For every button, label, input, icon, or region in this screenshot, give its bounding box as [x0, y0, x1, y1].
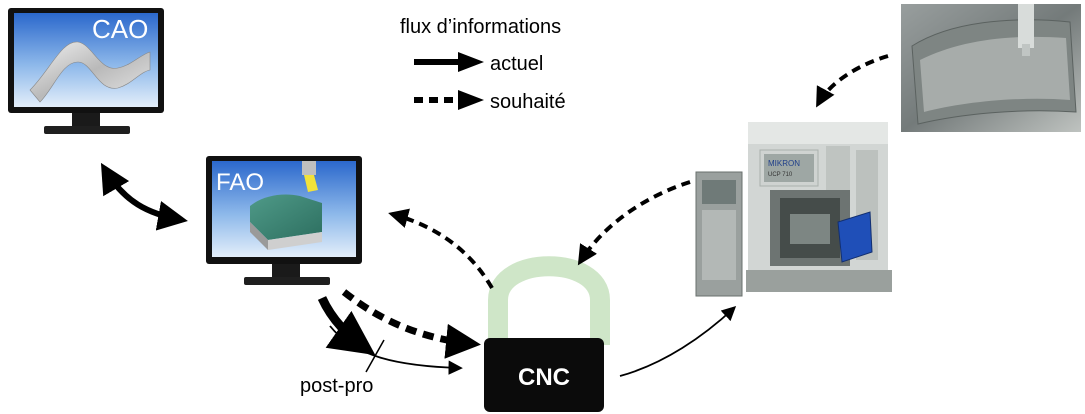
arrow-cnc-fao-desired — [388, 208, 494, 290]
machine-brand: MIKRON — [768, 159, 800, 168]
legend: flux d’informations actuel souhaité — [400, 16, 566, 113]
legend-solid-arrow — [414, 52, 484, 72]
cao-surface-model — [29, 41, 151, 103]
arrow-cao-fao-current — [100, 162, 188, 231]
fao-label: FAO — [216, 169, 264, 196]
cao-label: CAO — [92, 14, 148, 44]
cao-monitor: CAO — [8, 8, 164, 134]
arrow-fao-cnc-current — [317, 296, 376, 356]
arrow-part-machine-desired — [816, 54, 889, 108]
legend-desired-label: souhaité — [490, 91, 566, 113]
arrow-postpro — [329, 325, 463, 375]
arrow-cnc-machine — [619, 306, 737, 377]
machine-control-panel — [837, 211, 873, 263]
padlock-shackle — [488, 256, 610, 345]
postpro-label: post-pro — [300, 375, 373, 397]
legend-dashed-arrow — [414, 90, 484, 110]
cnc-padlock: CNC — [484, 256, 610, 412]
legend-title: flux d’informations — [400, 16, 561, 38]
machined-part-photo — [901, 4, 1081, 132]
cnc-label: CNC — [518, 364, 570, 391]
fao-workpiece-model — [250, 194, 322, 250]
arrow-machine-cnc-desired — [577, 180, 691, 266]
arrow-fao-cnc-desired — [341, 289, 481, 359]
fao-monitor: FAO — [206, 156, 362, 285]
postpro-leader — [365, 339, 385, 373]
padlock-body — [484, 338, 604, 412]
cnc-machine-image: MIKRON UCP 710 — [695, 122, 892, 297]
machine-model: UCP 710 — [768, 172, 793, 178]
fao-tool-model — [302, 161, 318, 192]
legend-current-label: actuel — [490, 53, 543, 75]
